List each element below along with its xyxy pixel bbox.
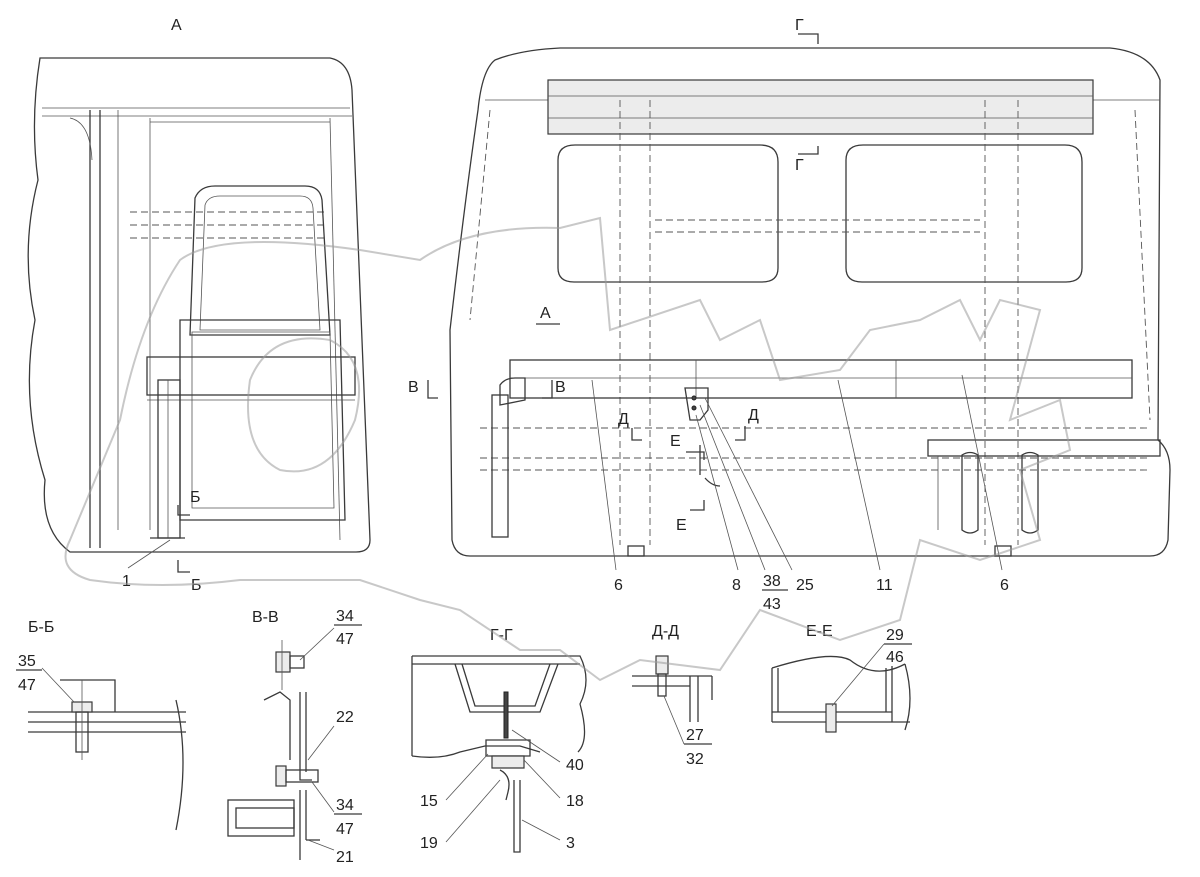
- section-title-dd: Д-Д: [652, 623, 679, 640]
- callout-38: 38: [763, 573, 781, 590]
- section-mark-d-left: Д: [618, 411, 629, 428]
- section-mark-b-top: Б: [190, 489, 201, 506]
- callout-dd-32: 32: [686, 751, 704, 768]
- callout-6-left: 6: [614, 577, 623, 594]
- side-view-a: А Б Б 1: [27, 17, 371, 594]
- callout-gg-40: 40: [566, 757, 584, 774]
- section-mark-e-top: Е: [670, 433, 681, 450]
- section-mark-g-mid: Г: [795, 157, 804, 174]
- callout-vv-34a: 34: [336, 608, 354, 625]
- callout-25: 25: [796, 577, 814, 594]
- section-title-vv: В-В: [252, 609, 279, 626]
- callout-gg-19: 19: [420, 835, 438, 852]
- callout-11: 11: [876, 577, 893, 594]
- section-mark-g-top: Г: [795, 17, 804, 34]
- callout-vv-47a: 47: [336, 631, 354, 648]
- callout-1: 1: [122, 573, 131, 590]
- callout-bb-47: 47: [18, 677, 36, 694]
- callout-gg-18: 18: [566, 793, 584, 810]
- section-mark-v-left: В: [408, 379, 419, 396]
- view-label-a: А: [171, 17, 182, 34]
- callout-ee-46: 46: [886, 649, 904, 666]
- section-mark-b-bottom: Б: [191, 577, 202, 594]
- section-title-gg: Г-Г: [490, 627, 513, 644]
- callout-vv-22: 22: [336, 709, 354, 726]
- callout-43: 43: [763, 596, 781, 613]
- view-mark-a: А: [540, 305, 551, 322]
- section-ee: Е-Е 29 46: [771, 623, 912, 733]
- section-mark-d-right: Д: [748, 407, 759, 424]
- callout-vv-21: 21: [336, 849, 354, 866]
- section-mark-v-right: В: [555, 379, 566, 396]
- watermark: [64, 216, 1072, 682]
- callout-6-right: 6: [1000, 577, 1009, 594]
- section-title-bb: Б-Б: [28, 619, 54, 636]
- section-mark-e-bottom: Е: [676, 517, 687, 534]
- section-gg: Г-Г 40 15 18 19 3: [411, 627, 587, 853]
- section-dd: Д-Д 27 32: [632, 623, 713, 768]
- callout-gg-15: 15: [420, 793, 438, 810]
- section-bb: Б-Б 35 47: [16, 619, 186, 831]
- front-view: Г Г А В В Д Д Е Е 6 8 38 43 25 11 6: [408, 17, 1171, 613]
- callout-8: 8: [732, 577, 741, 594]
- callout-gg-3: 3: [566, 835, 575, 852]
- callout-vv-47b: 47: [336, 821, 354, 838]
- callout-bb-35: 35: [18, 653, 36, 670]
- callout-dd-27: 27: [686, 727, 704, 744]
- callout-vv-34b: 34: [336, 797, 354, 814]
- callout-ee-29: 29: [886, 627, 904, 644]
- section-vv: В-В 34 47 22 34 47 21: [227, 608, 362, 866]
